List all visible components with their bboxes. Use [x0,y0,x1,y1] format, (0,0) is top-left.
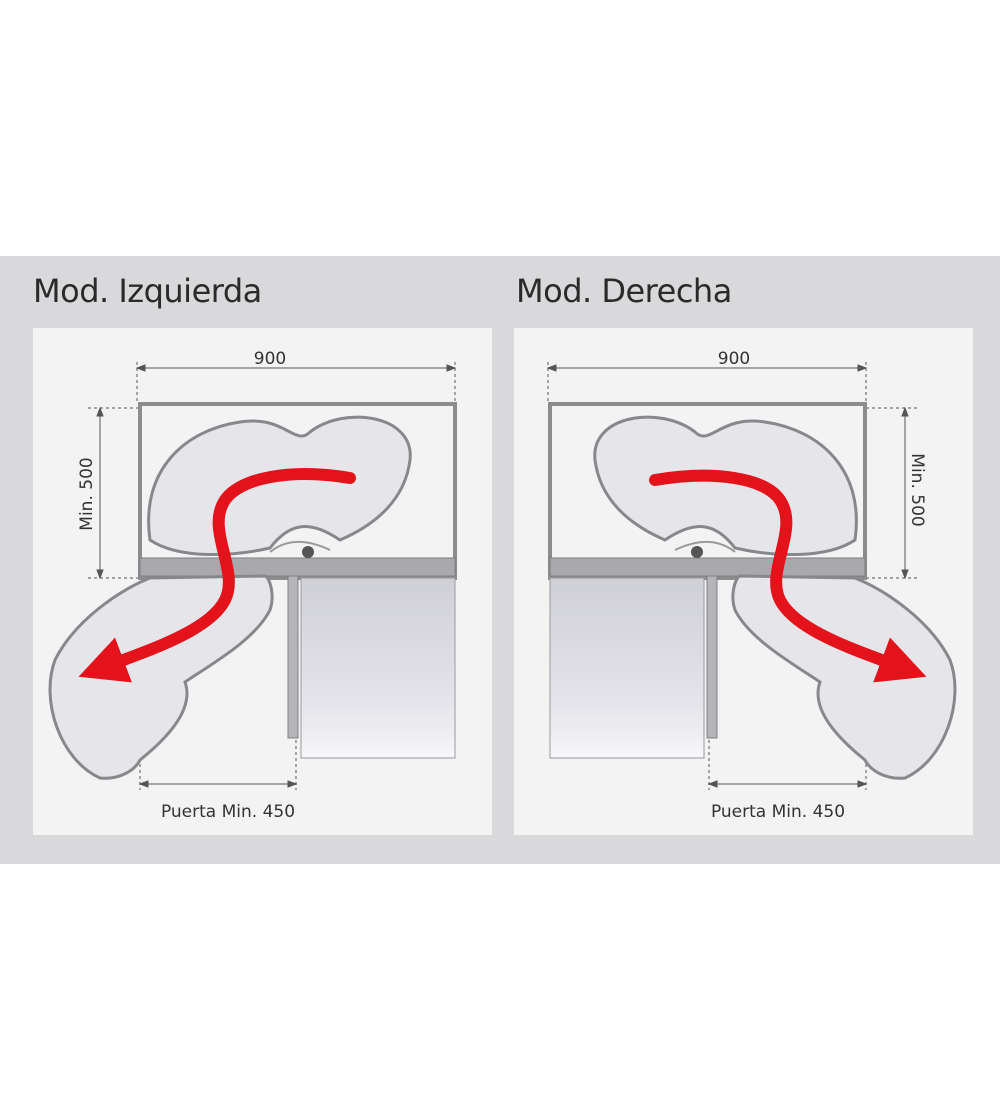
fixed-door-right [549,577,705,759]
width-label-left: 900 [254,349,286,369]
movement-arrow-left [78,468,356,683]
inner-shelf-right [593,415,858,556]
depth-dimension-left [88,406,140,580]
width-dimension-right [546,362,868,404]
door-dimension-left [138,590,298,790]
width-label-right: 900 [718,349,750,369]
depth-dimension-right [866,406,918,580]
diagram-right: 900 Min. 500 Puerta Min. 450 [546,349,957,822]
movement-arrow-right [649,469,927,683]
outer-shelf-left [48,574,274,780]
depth-label-right: Min. 500 [907,453,927,526]
door-panel-edge-right [706,575,718,739]
fixed-door-left [300,577,456,759]
title-right-model: Mod. Derecha [516,272,732,310]
outer-shelf-right [731,574,957,780]
depth-label-left: Min. 500 [77,457,97,530]
door-label-left: Puerta Min. 450 [161,802,295,822]
title-left-model: Mod. Izquierda [33,272,262,310]
pivot-mechanism-right [691,546,703,558]
door-dimension-right [707,590,868,790]
cabinet-front-rail-left [139,557,456,577]
door-panel-edge-left [287,575,299,739]
width-dimension-left [135,362,457,404]
door-label-right: Puerta Min. 450 [711,802,845,822]
diagram-left: 900 Min. 500 Puerta Min. 450 [48,349,457,822]
pivot-mechanism-left [302,546,314,558]
inner-shelf-left [147,415,412,556]
cabinet-front-rail-right [549,557,866,577]
